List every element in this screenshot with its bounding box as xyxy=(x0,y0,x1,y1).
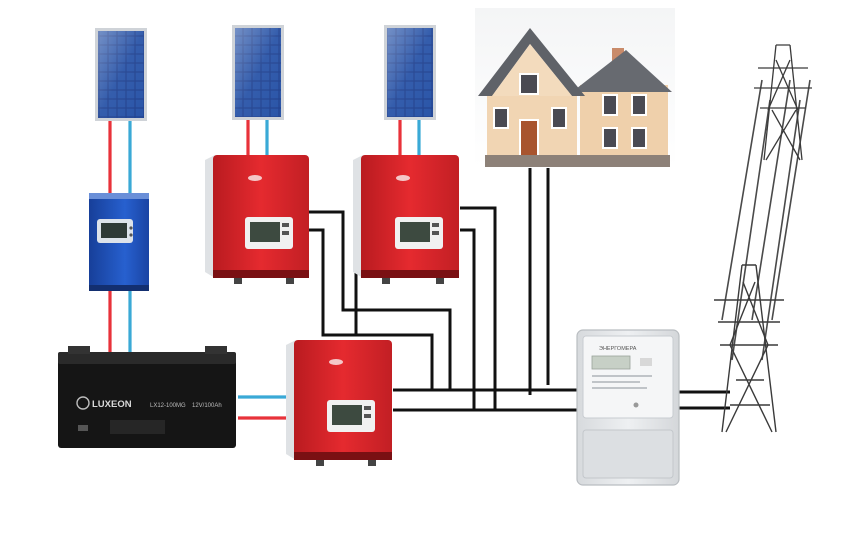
inverter-base xyxy=(294,452,392,460)
battery-terminal xyxy=(68,346,90,354)
panel-glare xyxy=(98,31,144,118)
inverter-base xyxy=(213,270,309,278)
controller-top xyxy=(89,193,149,199)
meter-terminal-cover xyxy=(582,429,674,479)
inverter-base xyxy=(361,270,459,278)
solar-panel-icon xyxy=(384,25,436,120)
power-pylon-icon xyxy=(754,44,812,161)
overhead-line xyxy=(721,79,763,321)
inverter-side-fins xyxy=(286,340,296,460)
inverter-display xyxy=(400,222,430,242)
inverter-display xyxy=(250,222,280,242)
house-door xyxy=(519,119,539,157)
meter-print-line xyxy=(592,375,652,377)
meter-print-line xyxy=(592,381,640,383)
inverter-icon xyxy=(205,155,309,284)
power-pylon-icon xyxy=(714,264,784,433)
pylon-bracing xyxy=(725,281,773,433)
overhead-line xyxy=(761,99,801,361)
house-window xyxy=(631,94,647,116)
solar-panel-icon xyxy=(95,28,147,121)
inverter-body xyxy=(213,155,309,275)
inverter-button xyxy=(432,231,439,235)
inverter-button xyxy=(282,231,289,235)
inverter-connector xyxy=(368,460,376,466)
inverter-button xyxy=(282,223,289,227)
meter-label: ЭНЕРГОМЕРА xyxy=(599,346,637,352)
house-roof-right xyxy=(572,50,672,92)
panel-glare xyxy=(235,28,281,117)
battery-brand: LUXEON xyxy=(92,399,132,410)
inverter-connector xyxy=(316,460,324,466)
ac-wiring xyxy=(308,165,730,412)
electric-meter-icon: ЭНЕРГОМЕРА xyxy=(576,329,680,486)
house-roof-left xyxy=(478,28,585,96)
house-window xyxy=(493,107,509,129)
house-window xyxy=(519,73,539,95)
inverter-body xyxy=(361,155,459,275)
meter-print-line xyxy=(592,387,647,389)
inverter-logo-icon xyxy=(396,175,410,181)
solar-panel-icon xyxy=(232,25,284,120)
ac-wire xyxy=(308,228,434,390)
house-window xyxy=(551,107,567,129)
meter-display xyxy=(591,355,631,370)
inverter-connector xyxy=(286,278,294,284)
inverter-button xyxy=(432,223,439,227)
controller-bottom xyxy=(89,285,149,291)
inverter-icon xyxy=(286,340,392,466)
ac-wire xyxy=(308,210,452,390)
meter-button xyxy=(640,358,652,366)
house-gable xyxy=(492,44,572,96)
battery-rating: 12V/100Ah xyxy=(192,403,222,409)
inverter-button xyxy=(364,414,371,418)
overhead-line xyxy=(731,99,771,361)
battery-model: LX12-100MG xyxy=(150,403,186,409)
inverter-body xyxy=(294,340,392,458)
pylon-bracing xyxy=(765,59,801,161)
inverter-icon xyxy=(353,155,459,284)
controller-display xyxy=(101,223,127,238)
battery-logo-icon xyxy=(76,396,90,410)
ac-wire xyxy=(460,206,497,410)
controller-button xyxy=(129,233,133,237)
charge-controller-icon xyxy=(89,193,149,291)
inverter-side-fins xyxy=(353,155,363,278)
battery-body xyxy=(58,358,236,448)
inverter-button xyxy=(364,406,371,410)
meter-led xyxy=(633,402,639,408)
battery-lid xyxy=(58,352,236,364)
battery-mark xyxy=(78,425,88,431)
inverter-logo-icon xyxy=(329,359,343,365)
inverter-side-fins xyxy=(205,155,215,278)
inverter-logo-icon xyxy=(248,175,262,181)
overhead-line xyxy=(771,79,811,321)
house-foundation xyxy=(485,155,670,167)
house-wall-right xyxy=(580,85,668,165)
pylon-legs xyxy=(763,44,803,161)
inverter-connector xyxy=(234,278,242,284)
pylon-crossarms xyxy=(714,299,784,346)
battery-terminal xyxy=(205,346,227,354)
inverter-connector xyxy=(382,278,390,284)
battery-icon: LUXEON LX12-100MG 12V/100Ah xyxy=(58,346,236,448)
inverter-display xyxy=(332,405,362,425)
inverter-connector xyxy=(436,278,444,284)
controller-button xyxy=(129,226,133,230)
battery-label-plate xyxy=(110,420,165,434)
panel-glare xyxy=(387,28,433,117)
pylon-crossarms xyxy=(754,67,812,109)
ac-wire xyxy=(460,228,476,410)
dc-wiring xyxy=(108,118,421,420)
house-icon xyxy=(475,8,675,168)
pylon-legs xyxy=(721,264,777,433)
house-window xyxy=(602,94,618,116)
house-window xyxy=(602,127,618,149)
house-window xyxy=(631,127,647,149)
